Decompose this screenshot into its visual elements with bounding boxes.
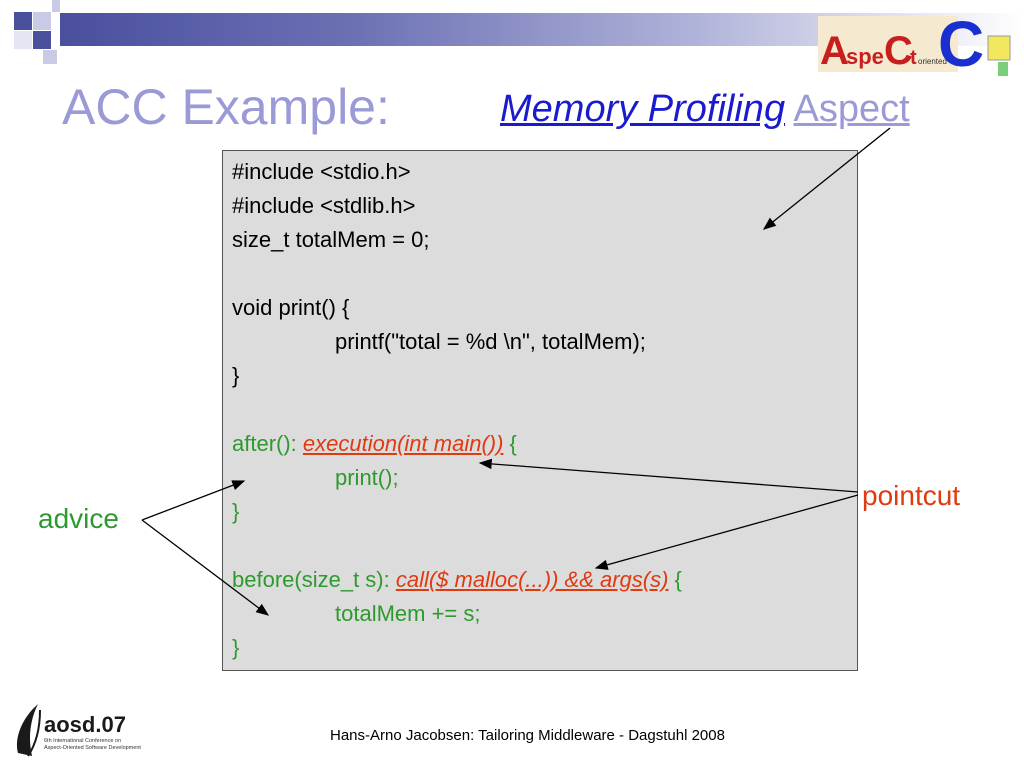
slide-footer: Hans-Arno Jacobsen: Tailoring Middleware… <box>330 727 725 744</box>
decor-square <box>14 31 32 49</box>
advice-before-line: before(size_t s): call($ malloc(...)) &&… <box>232 563 682 597</box>
advice-before-keyword: before(size_t s): <box>232 567 396 592</box>
advice-after-line: after(): execution(int main()) { <box>232 427 517 461</box>
code-box <box>222 150 858 671</box>
decor-square <box>52 0 60 12</box>
code-line: size_t totalMem = 0; <box>232 227 430 252</box>
pointcut-execution: execution(int main()) <box>302 431 504 456</box>
code-line: void print() { <box>232 295 350 320</box>
svg-text:aosd.07: aosd.07 <box>44 712 126 737</box>
svg-text:A: A <box>820 29 849 73</box>
label-advice: advice <box>38 503 119 534</box>
svg-text:oriented: oriented <box>918 57 947 66</box>
decor-square <box>33 31 51 49</box>
label-pointcut: pointcut <box>862 480 961 511</box>
slide-title: ACC Example: <box>62 79 390 135</box>
svg-text:spe: spe <box>846 44 884 69</box>
aspect-c-logo: A spe C t oriented C <box>818 6 1024 80</box>
code-line: totalMem += s; <box>335 601 481 626</box>
svg-text:C: C <box>884 29 913 73</box>
pointcut-call: call($ malloc(...)) && args(s) <box>395 567 669 592</box>
svg-text:Aspect-Oriented Software Devel: Aspect-Oriented Software Development <box>44 745 141 751</box>
code-line: printf("total = %d \n", totalMem); <box>335 329 646 354</box>
code-line: } <box>232 635 240 660</box>
advice-brace: { <box>668 567 682 592</box>
advice-after-keyword: after(): <box>232 431 303 456</box>
slide-subtitle: Memory Profiling Aspect <box>500 88 910 131</box>
svg-text:t: t <box>910 47 917 69</box>
code-line: #include <stdlib.h> <box>232 193 416 218</box>
svg-text:C: C <box>938 8 984 80</box>
code-line: } <box>232 499 240 524</box>
code-line: } <box>232 363 240 388</box>
decor-square <box>33 12 51 30</box>
subtitle-link-aspect[interactable]: Aspect <box>793 88 910 130</box>
code-line: print(); <box>335 465 399 490</box>
aosd-logo: aosd.07 6th International Conference on … <box>10 698 170 762</box>
advice-brace: { <box>503 431 517 456</box>
svg-text:6th International Conference o: 6th International Conference on <box>44 738 121 744</box>
subtitle-link-memory-profiling[interactable]: Memory Profiling <box>500 88 786 130</box>
decor-square <box>43 50 57 64</box>
code-line: #include <stdio.h> <box>232 159 411 184</box>
decor-square <box>14 12 32 30</box>
